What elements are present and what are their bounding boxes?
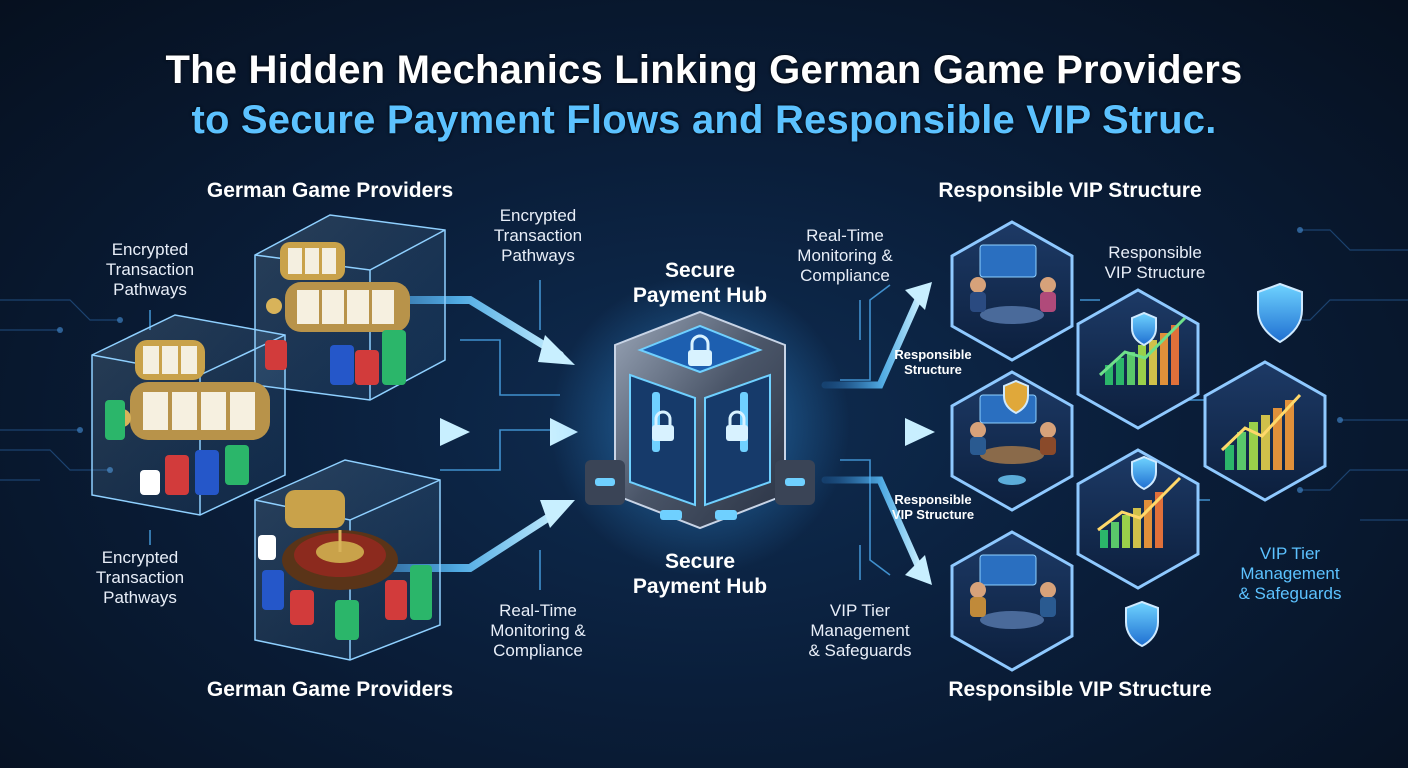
right-vip-small-note: Responsible VIP Structure xyxy=(878,492,988,522)
right-monitor-note: Real-Time Monitoring & Compliance xyxy=(770,226,920,286)
right-structure-note: Responsible Structure xyxy=(878,347,988,377)
right-tier-note: VIP Tier Management & Safeguards xyxy=(785,601,935,661)
secure-payment-hub xyxy=(585,312,815,528)
right-top-heading: Responsible VIP Structure xyxy=(900,179,1240,203)
hex-meeting-top xyxy=(952,222,1072,360)
middle-top-note: Encrypted Transaction Pathways xyxy=(468,206,608,266)
left-top-note: Encrypted Transaction Pathways xyxy=(80,240,220,300)
right-tier-note-blue: VIP Tier Management & Safeguards xyxy=(1215,544,1365,604)
title-line-1: The Hidden Mechanics Linking German Game… xyxy=(0,48,1408,93)
right-vip-note: Responsible VIP Structure xyxy=(1085,243,1225,283)
left-bottom-heading: German Game Providers xyxy=(180,678,480,702)
middle-bottom-note: Real-Time Monitoring & Compliance xyxy=(458,601,618,661)
hub-label-bottom: Secure Payment Hub xyxy=(600,549,800,599)
left-top-heading: German Game Providers xyxy=(180,179,480,203)
title-line-2: to Secure Payment Flows and Responsible … xyxy=(0,98,1408,143)
right-bottom-heading: Responsible VIP Structure xyxy=(910,678,1250,702)
left-bottom-note: Encrypted Transaction Pathways xyxy=(70,548,210,608)
